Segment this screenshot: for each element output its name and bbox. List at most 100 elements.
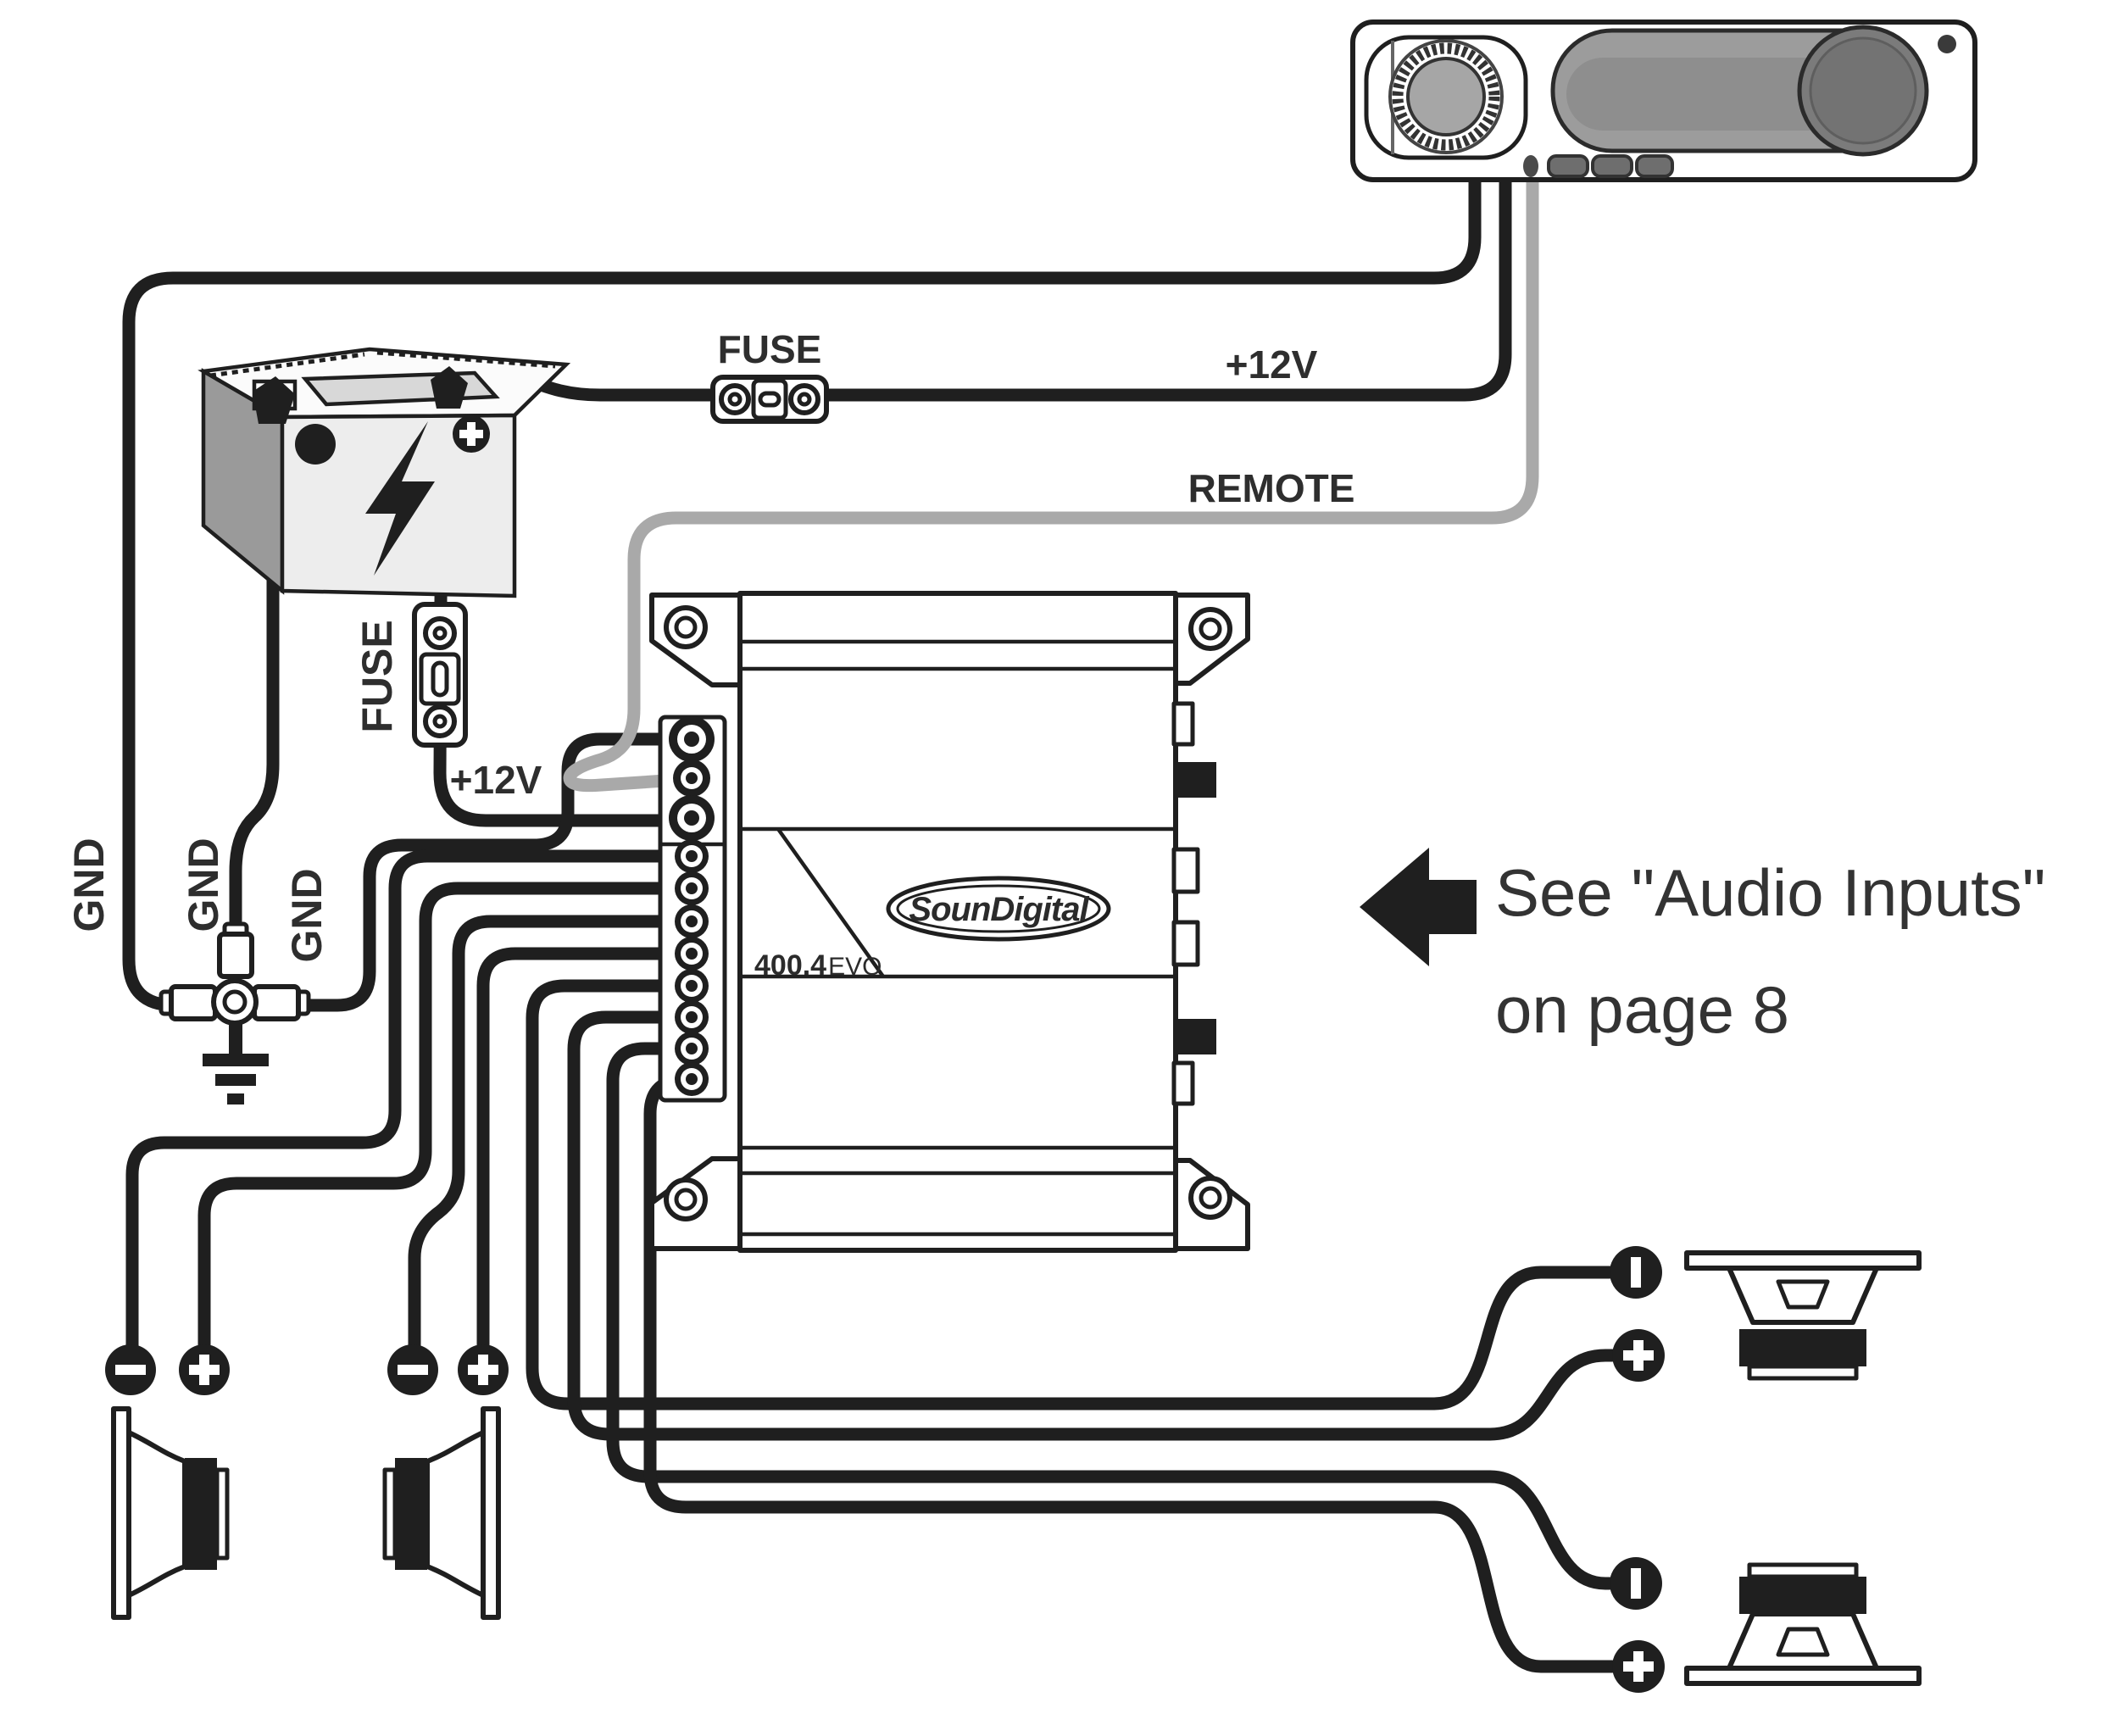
terminal-gnd xyxy=(669,795,715,841)
terminal-speaker xyxy=(675,904,709,938)
screw-icon xyxy=(664,605,708,649)
label-gnd-battery: GND xyxy=(180,837,227,932)
wire-headunit-ground xyxy=(122,173,1482,1012)
terminal-speaker xyxy=(675,839,709,873)
power-led-icon xyxy=(1938,35,1956,53)
fuse-ring-center xyxy=(432,714,448,729)
arrow-left-icon xyxy=(1360,848,1477,966)
plus-badge-icon xyxy=(453,415,490,453)
speaker-flange xyxy=(1684,1666,1922,1686)
rear-speaker-bottom xyxy=(1610,1557,1922,1693)
port-left xyxy=(169,984,218,1021)
amp-panel-diagonal xyxy=(776,827,885,978)
wire-headunit-12v xyxy=(446,173,1512,407)
label-fuse-amp: FUSE xyxy=(353,620,401,732)
minus-terminal-icon xyxy=(387,1344,438,1395)
block-hub-center xyxy=(222,989,248,1015)
port-top xyxy=(217,932,254,979)
front-left-speaker xyxy=(105,1344,230,1620)
battery xyxy=(197,347,571,598)
model-text: 400.4EVO xyxy=(754,949,882,982)
note-line-2: on page 8 xyxy=(1495,972,1789,1047)
label-amp-12v: +12V xyxy=(450,758,542,802)
preset-button xyxy=(1635,154,1674,178)
side-tab xyxy=(1171,1060,1195,1106)
screw-icon xyxy=(1188,607,1232,651)
fuse-ring-center xyxy=(727,392,743,407)
side-tab xyxy=(1171,847,1200,894)
terminal-remote xyxy=(673,760,710,797)
preset-button xyxy=(1591,154,1633,178)
speaker-cone xyxy=(126,1430,187,1598)
battery-edge-hatch xyxy=(209,352,365,378)
speaker-plate xyxy=(1747,1562,1859,1579)
minus-terminal-icon xyxy=(1610,1557,1662,1610)
speaker-magnet xyxy=(395,1458,427,1570)
preset-button xyxy=(1547,154,1589,178)
wire-speaker3-plus xyxy=(567,1010,1619,1441)
head-unit xyxy=(1350,19,1977,182)
side-tab xyxy=(1171,920,1200,967)
battery-top-tray xyxy=(301,370,500,407)
speaker-plate xyxy=(1747,1364,1859,1381)
tuning-knob-icon xyxy=(1797,25,1929,157)
wire-speaker2-minus xyxy=(408,915,685,1358)
speaker-plate xyxy=(214,1467,230,1561)
main-fuse xyxy=(710,375,829,424)
wire-amp-ground xyxy=(290,732,685,1012)
brand-text: SounDigital xyxy=(909,891,1089,928)
wire-speaker1-plus xyxy=(197,882,685,1358)
wire-remote xyxy=(563,173,1539,793)
speaker-dustcap xyxy=(1776,1627,1830,1657)
ground-distribution-block xyxy=(159,921,311,1104)
battery-edge-hatch xyxy=(376,350,556,369)
screw-icon xyxy=(1188,1176,1232,1220)
side-connector xyxy=(1174,762,1216,798)
plus-terminal-icon xyxy=(458,1344,509,1395)
wire-battery-ground xyxy=(229,388,280,939)
terminal-12v xyxy=(669,716,715,762)
terminal-speaker xyxy=(675,937,709,971)
ground-stem xyxy=(229,1021,242,1054)
front-right-speaker xyxy=(382,1344,509,1620)
amplifier-fuse xyxy=(412,602,468,748)
audio-inputs-note: See "Audio Inputs" on page 8 xyxy=(1360,848,2045,1047)
battery-positive-clamp xyxy=(431,366,468,409)
speaker-plate xyxy=(382,1467,398,1561)
terminal-speaker xyxy=(675,1032,709,1066)
minus-terminal-icon xyxy=(1610,1246,1662,1299)
speaker-magnet xyxy=(1739,1329,1866,1366)
terminal-strip xyxy=(658,715,727,1103)
speaker-magnet xyxy=(1739,1577,1866,1614)
speaker-cone xyxy=(425,1430,486,1598)
ground-symbol-icon xyxy=(203,1054,269,1104)
fuse-ring-center xyxy=(432,626,448,641)
speaker-magnet xyxy=(185,1458,217,1570)
plus-terminal-icon xyxy=(1612,1640,1665,1693)
label-12v: +12V xyxy=(1226,342,1318,387)
plus-terminal-icon xyxy=(1612,1329,1665,1382)
port-right xyxy=(252,984,301,1021)
wire-speaker2-plus xyxy=(476,947,685,1358)
side-tab xyxy=(1171,701,1195,747)
negative-dot-icon xyxy=(295,424,336,465)
amplifier: SounDigital 400.4EVO xyxy=(649,591,1250,1253)
terminal-speaker xyxy=(675,871,709,905)
battery-negative-clamp xyxy=(253,376,295,424)
label-remote: REMOTE xyxy=(1188,466,1355,510)
fuse-ring-center xyxy=(797,392,812,407)
eject-button-icon xyxy=(1523,155,1538,177)
rear-speaker-top xyxy=(1610,1246,1922,1382)
brand-logo: SounDigital xyxy=(886,876,1111,942)
speaker-baffle xyxy=(481,1406,501,1620)
fuse-element-slot xyxy=(431,660,449,698)
side-connector xyxy=(1174,1019,1216,1054)
lightning-bolt-icon xyxy=(365,421,435,576)
wires xyxy=(122,173,1619,1673)
note-line-1: See "Audio Inputs" xyxy=(1495,855,2045,930)
label-gnd-amp: GND xyxy=(283,868,331,962)
wire-speaker1-minus xyxy=(125,849,685,1358)
terminal-speaker xyxy=(675,1062,709,1096)
